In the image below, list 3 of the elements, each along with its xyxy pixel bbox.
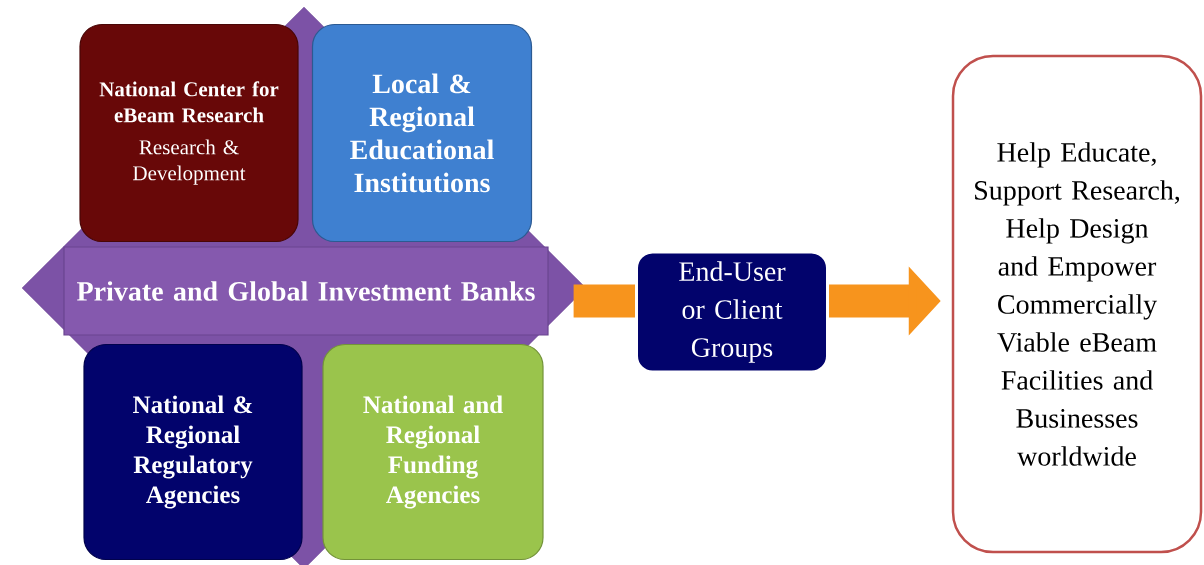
outlined-box: Help Educate, Support Research, Help Design and Empower Commercially Viable eBeam Facilities and Businesses worldwide xyxy=(951,54,1203,554)
rounded-box: National and Regional Funding Agencies xyxy=(322,343,544,561)
rounded-box: End-User or Client Groups xyxy=(635,250,829,374)
